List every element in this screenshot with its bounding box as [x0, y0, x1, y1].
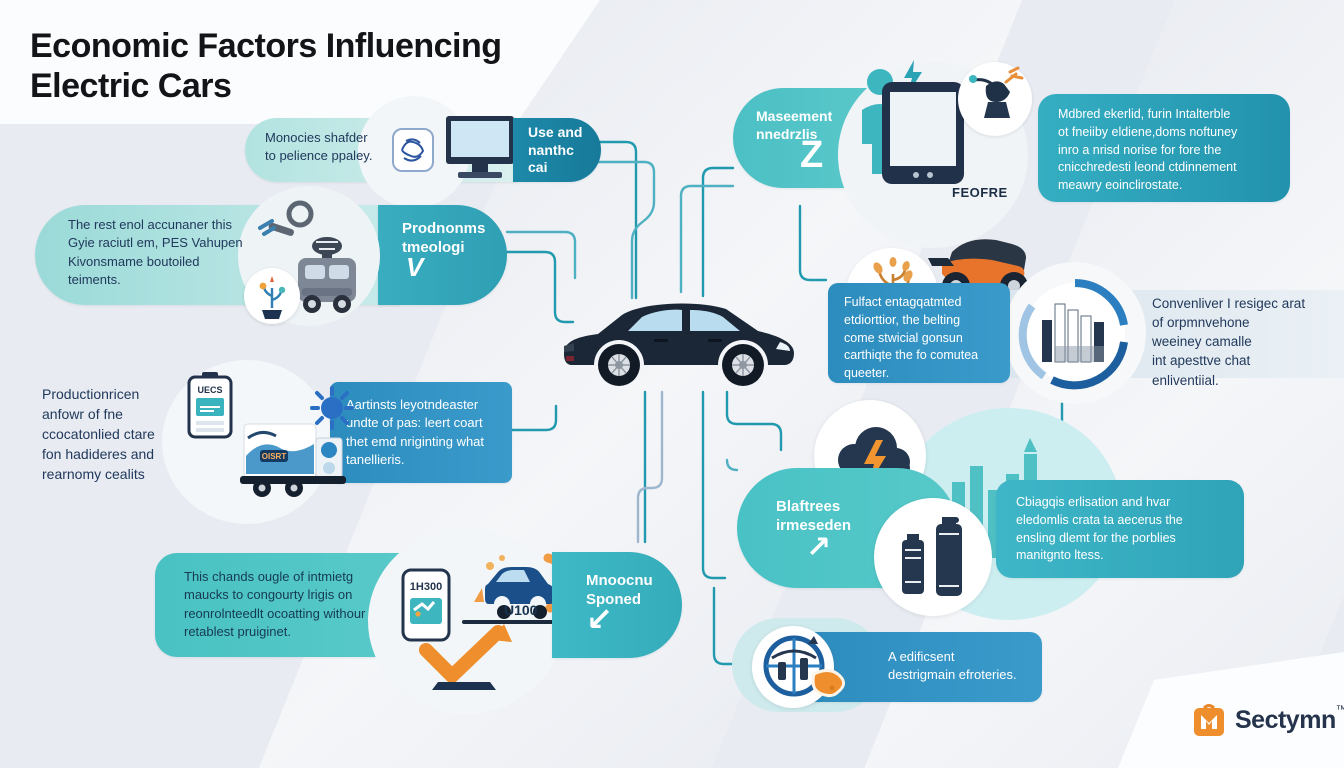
subsidy-card-cap [552, 552, 682, 658]
market-block-text: Mdbred ekerlid, furin Intalterble ot fne… [1058, 107, 1238, 192]
ring-bar-chart-icon [1018, 279, 1128, 390]
battery-cells-icon [902, 517, 962, 596]
batteries-icon-halo [874, 498, 992, 616]
svg-text:OISRT: OISRT [262, 452, 287, 461]
brand-logo-icon [1194, 704, 1224, 736]
monitor-icon [446, 116, 514, 178]
delivery-truck-icon: OISRT [240, 423, 346, 497]
electric-car-illustration [564, 303, 794, 386]
scribble-icon [392, 128, 434, 172]
policy-card-label: Use and nanthc cai [528, 124, 583, 175]
tablet-icon [882, 82, 964, 184]
title-plate [0, 0, 600, 124]
magnifier-icon [258, 200, 314, 236]
price-tag-card-icon: 1H300 [401, 568, 451, 642]
brand-trademark: ™ [1335, 703, 1344, 716]
batteries-bubble-arrow: ↗ [806, 531, 832, 564]
subsidy-card-label: Mnoocnu Sponed [586, 572, 653, 608]
research-card-label: Prodnonms tmeologi [402, 220, 486, 256]
sun-gear-icon [310, 386, 354, 430]
brand-logo[interactable]: Sectymn ™ [1192, 702, 1344, 738]
production-text: Productionricen anfowr of fne ccocatonli… [42, 386, 155, 482]
efficiency-card-text: A edificsent destrigmain efroteries. [888, 649, 1017, 683]
brand-name: Sectymn [1235, 705, 1336, 734]
target-compass-icon [763, 635, 845, 698]
growth-plant-icon [259, 276, 286, 319]
policy-card-text: Monocies shafder to pelience ppaley. [265, 130, 373, 164]
market-block [1038, 94, 1290, 202]
grid-card [828, 283, 1010, 383]
page-title: Economic Factors Influencing Electric Ca… [30, 27, 502, 106]
management-bubble-text: Maseement nnedrzlis [756, 108, 833, 142]
price-card-label: 1H300 [410, 581, 442, 593]
demand-block-text: Cbiagqis erlisation and hvar eledomlis c… [1016, 495, 1183, 563]
policy-card-cap [513, 118, 601, 182]
grid-card-text: Fulfact entagqatmted etdiorttior, the be… [844, 295, 979, 380]
management-bubble-letter: Z [800, 134, 824, 176]
subsidy-card-arrow: ↙ [586, 601, 613, 637]
research-card-text: The rest enol accunaner this Gyie raciut… [68, 217, 243, 288]
battery-spec-card-icon: UECS [187, 372, 233, 439]
research-card-arrow: V [406, 252, 424, 282]
bolt-icon [904, 60, 922, 94]
check-growth-icon [419, 624, 512, 690]
battery-card-label: UECS [197, 385, 222, 395]
charging-plug-icon [969, 66, 1024, 118]
research-card-cap [378, 205, 507, 305]
subsidy-card-text: This chands ougle of intmietg maucks to … [184, 569, 366, 640]
demand-block [996, 480, 1244, 578]
comparison-band-text: Convenliver I resigec arat of orpmnvehon… [1152, 296, 1306, 388]
charger-label: FEOFRE [952, 185, 1008, 200]
logistics-card [330, 382, 512, 483]
survey-van-icon [298, 237, 356, 313]
price-value-label: U100 [504, 602, 538, 618]
logistics-card-text: Aartinsts leyotndeaster undte of pas: le… [346, 397, 485, 468]
batteries-bubble-text: Blaftrees irmeseden [776, 498, 852, 534]
